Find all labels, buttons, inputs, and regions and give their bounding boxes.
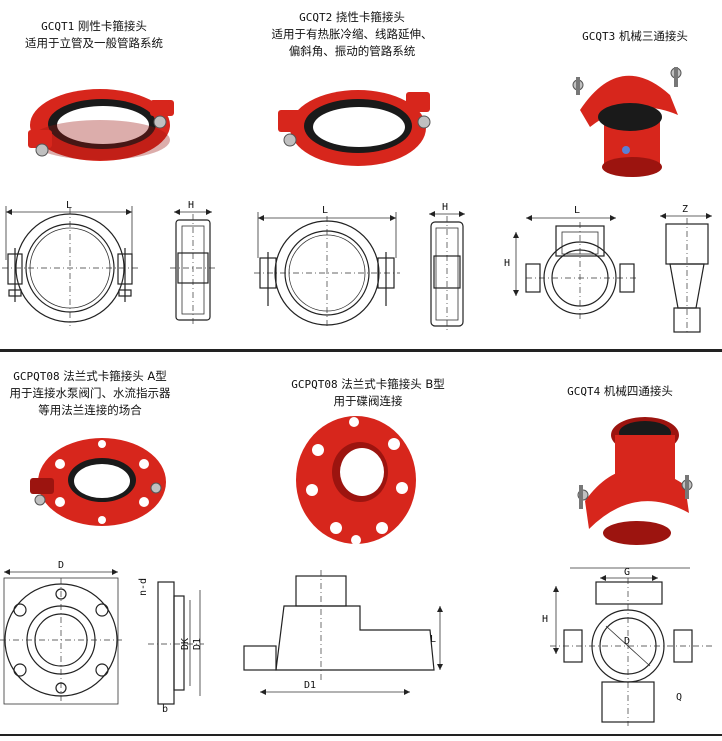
- product-4-side-drawing: n-d DK D1 b: [138, 578, 204, 715]
- product-4-desc-line-2: 等用法兰连接的场合: [38, 403, 142, 417]
- product-3-dim-L: L: [574, 205, 580, 216]
- product-6-caption: GCQT4 机械四通接头: [550, 383, 690, 400]
- product-4-dim-D: D: [58, 560, 64, 571]
- product-2-desc-line-2: 偏斜角、振动的管路系统: [288, 44, 416, 58]
- product-5-caption: GCPQT08 法兰式卡箍接头 B型 用于碟阀连接: [268, 376, 468, 410]
- product-1-caption: GCQT1 刚性卡箍接头 适用于立管及一般管路系统: [4, 18, 184, 52]
- product-3-side-drawing: Z: [660, 204, 712, 333]
- product-3-front-drawing: L H: [504, 205, 636, 322]
- product-4-desc-line-1: 用于连接水泵阀门、水流指示器: [9, 386, 171, 400]
- product-2-front-drawing: L: [254, 205, 400, 326]
- product-6-drawing: G H D Q: [542, 567, 712, 726]
- product-1-dim-H: H: [188, 200, 194, 211]
- product-4-front-drawing: D: [0, 560, 122, 705]
- product-6-dim-D: D: [624, 636, 630, 647]
- product-5-desc: 用于碟阀连接: [333, 394, 403, 408]
- product-2-dim-H: H: [442, 202, 448, 213]
- product-4-dim-b: b: [162, 704, 168, 715]
- product-2-name: 挠性卡箍接头: [335, 10, 405, 24]
- product-1-front-drawing: L: [2, 200, 138, 326]
- product-1-dim-L: L: [66, 200, 72, 211]
- bottom-divider: [0, 734, 722, 736]
- product-3-caption: GCQT3 机械三通接头: [565, 28, 705, 45]
- product-3-name: 机械三通接头: [618, 29, 688, 43]
- product-3-dim-Z: Z: [682, 204, 688, 215]
- product-4-dim-nd: n-d: [138, 578, 149, 596]
- product-5-drawing: L D1: [243, 570, 443, 695]
- product-2-photo: [278, 90, 431, 166]
- product-6-dim-Q: Q: [676, 692, 682, 703]
- product-6-name: 机械四通接头: [603, 384, 673, 398]
- product-4-dim-DK: DK: [180, 638, 191, 650]
- product-2-side-drawing: H: [429, 202, 465, 330]
- product-3-code: GCQT3: [582, 30, 616, 43]
- product-4-name: 法兰式卡箍接头 A型: [63, 369, 167, 383]
- product-4-photo: [30, 438, 166, 526]
- product-3-photo: [572, 67, 682, 177]
- product-6-dim-H: H: [542, 614, 548, 625]
- section-divider: [0, 349, 722, 352]
- product-2-desc-line-1: 适用于有热胀冷缩、线路延伸、: [271, 27, 433, 41]
- product-5-dim-L: L: [430, 634, 436, 645]
- product-5-name: 法兰式卡箍接头 B型: [341, 377, 445, 391]
- product-2-caption: GCQT2 挠性卡箍接头 适用于有热胀冷缩、线路延伸、 偏斜角、振动的管路系统: [252, 9, 452, 60]
- product-6-dim-G: G: [624, 567, 630, 578]
- product-4-code: GCPQT08: [13, 370, 60, 383]
- product-2-code: GCQT2: [299, 11, 333, 24]
- product-4-dim-D1: D1: [192, 638, 203, 650]
- product-5-photo: [296, 416, 416, 545]
- product-3-dim-H: H: [504, 258, 510, 269]
- product-1-name: 刚性卡箍接头: [77, 19, 147, 33]
- product-6-photo: [577, 417, 693, 545]
- product-1-photo: [28, 89, 174, 161]
- product-5-dim-D1: D1: [304, 680, 316, 691]
- product-2-dim-L: L: [322, 205, 328, 216]
- product-1-desc: 适用于立管及一般管路系统: [25, 36, 163, 50]
- product-5-code: GCPQT08: [291, 378, 338, 391]
- product-1-code: GCQT1: [41, 20, 75, 33]
- product-6-code: GCQT4: [567, 385, 601, 398]
- product-1-side-drawing: H: [170, 200, 216, 326]
- product-4-caption: GCPQT08 法兰式卡箍接头 A型 用于连接水泵阀门、水流指示器 等用法兰连接…: [0, 368, 180, 419]
